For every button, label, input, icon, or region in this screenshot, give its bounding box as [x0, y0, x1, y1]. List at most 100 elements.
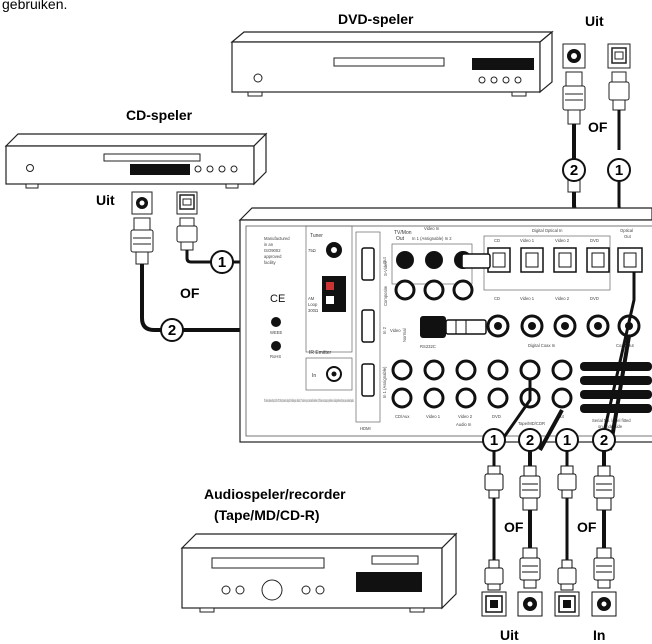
tape-in-coax-cable [593, 451, 615, 589]
svg-text:Out: Out [624, 234, 632, 239]
rohs-icon [271, 341, 281, 351]
hdmi-in2-port [361, 309, 375, 343]
dvd-coax-plug [562, 71, 586, 125]
svg-text:In: In [312, 373, 316, 379]
dvd-player [230, 30, 554, 97]
svg-text:Out: Out [557, 414, 565, 419]
svideo-out-jack [396, 251, 414, 269]
am-loop-terminal [322, 276, 346, 312]
cd-optical-plug [176, 217, 198, 251]
svg-text:2: 2 [168, 322, 176, 339]
svg-text:1: 1 [563, 432, 571, 449]
callout-tape-out-2: 2 [518, 428, 542, 452]
composite-in2-jack [452, 279, 474, 301]
svg-text:in an: in an [264, 242, 274, 247]
cd-player [4, 132, 268, 189]
svg-text:IR Emitter: IR Emitter [309, 350, 332, 356]
hdmi-out-port [361, 247, 375, 281]
cd-out-label: Uit [96, 192, 115, 208]
svg-text:Composite: Composite [383, 285, 388, 306]
svg-text:Video 2: Video 2 [458, 414, 473, 419]
svg-text:CD: CD [494, 296, 500, 301]
svg-text:Video: Video [390, 328, 401, 333]
tape-in-optical-label: OF [577, 519, 597, 535]
svg-text:Audio In: Audio In [456, 422, 472, 427]
cd-coax-plug [130, 217, 154, 265]
svg-text:In 1 (Assignable): In 1 (Assignable) [382, 366, 387, 398]
svg-text:AM: AM [308, 296, 315, 301]
svg-text:Tape/MD/CDR: Tape/MD/CDR [518, 421, 545, 426]
svg-text:In 1 (Assignable) In 2: In 1 (Assignable) In 2 [412, 236, 452, 241]
svg-text:Tuner: Tuner [310, 233, 323, 239]
cd-player-label: CD-speler [126, 107, 193, 123]
svg-text:300Ω: 300Ω [308, 308, 318, 313]
tape-in-optical-cable [557, 451, 577, 591]
svg-text:1: 1 [218, 254, 226, 271]
top-text: gebruiken. [2, 0, 67, 12]
svg-text:1: 1 [615, 162, 623, 179]
callout-tape-in-1: 1 [555, 428, 579, 452]
svg-text:DVD: DVD [492, 414, 501, 419]
svg-text:on underside: on underside [598, 424, 623, 429]
svg-text:This device complies with part: This device complies with part 15 of the… [264, 398, 354, 403]
tape-out-optical-cable [484, 451, 504, 591]
tape-out-label: Uit [500, 627, 519, 643]
svg-text:Normal: Normal [402, 328, 407, 342]
svg-text:CD: CD [494, 238, 500, 243]
cd-optical-label: OF [180, 285, 200, 301]
svg-text:HDMI: HDMI [360, 426, 371, 431]
svg-text:CD/Aux: CD/Aux [395, 414, 410, 419]
callout-dvd-2: 2 [562, 158, 586, 182]
tape-out-optical-label: OF [504, 519, 524, 535]
composite-in1-jack [423, 279, 445, 301]
svg-text:approved: approved [264, 254, 282, 259]
svg-text:Out: Out [396, 236, 405, 242]
svg-text:Optical: Optical [620, 228, 633, 233]
svg-text:2: 2 [526, 432, 534, 449]
svg-text:Video In: Video In [424, 226, 440, 231]
callout-cd-2: 2 [160, 318, 184, 342]
svg-text:Manufactured: Manufactured [264, 236, 290, 241]
svg-text:In 2: In 2 [382, 326, 387, 334]
callout-tape-in-2: 2 [592, 428, 616, 452]
svg-text:ISO9002: ISO9002 [264, 248, 281, 253]
audio-player [180, 532, 458, 613]
cd-optical-plug-receiver [461, 253, 491, 269]
dvd-out-label: Uit [585, 13, 604, 29]
svg-text:2: 2 [570, 162, 578, 179]
composite-out-jack [394, 279, 416, 301]
svg-text:WEEE: WEEE [270, 330, 283, 335]
receiver-rear-panel [238, 207, 652, 443]
callout-dvd-1: 1 [607, 158, 631, 182]
svg-text:facility: facility [264, 260, 277, 265]
svg-text:Coax Out: Coax Out [616, 343, 635, 348]
dvd-optical-label: OF [588, 119, 608, 135]
svg-text:Serial No. label fitted: Serial No. label fitted [592, 418, 631, 423]
ce-mark: CE [270, 293, 285, 305]
svg-text:2: 2 [600, 432, 608, 449]
svg-text:75Ω: 75Ω [308, 248, 316, 253]
svg-text:TV/Mon: TV/Mon [394, 230, 412, 236]
svg-text:Video 2: Video 2 [555, 238, 570, 243]
svg-text:Video 1: Video 1 [520, 296, 535, 301]
weee-icon [271, 317, 281, 327]
audio-player-sublabel: (Tape/MD/CD-R) [214, 507, 320, 523]
svg-text:Video 1: Video 1 [520, 238, 535, 243]
svg-text:DVD: DVD [590, 238, 599, 243]
svideo-in1-jack [425, 251, 443, 269]
svg-text:Digital Coax In: Digital Coax In [528, 343, 556, 348]
svg-text:RS232C: RS232C [420, 344, 436, 349]
tape-out-coax-cable [519, 451, 541, 589]
svg-text:Loop: Loop [308, 302, 318, 307]
dvd-optical-plug [608, 71, 630, 111]
svg-text:Video 2: Video 2 [555, 296, 570, 301]
audio-player-label: Audiospeler/recorder [204, 486, 346, 502]
rs232c-port [420, 316, 446, 338]
svg-text:RoHS: RoHS [270, 354, 281, 359]
callout-cd-1: 1 [210, 250, 234, 274]
svg-text:Video 1: Video 1 [426, 414, 441, 419]
hdmi-in1-port [361, 363, 375, 397]
svg-text:Digital Optical In: Digital Optical In [532, 228, 563, 233]
dvd-player-label: DVD-speler [338, 11, 414, 27]
